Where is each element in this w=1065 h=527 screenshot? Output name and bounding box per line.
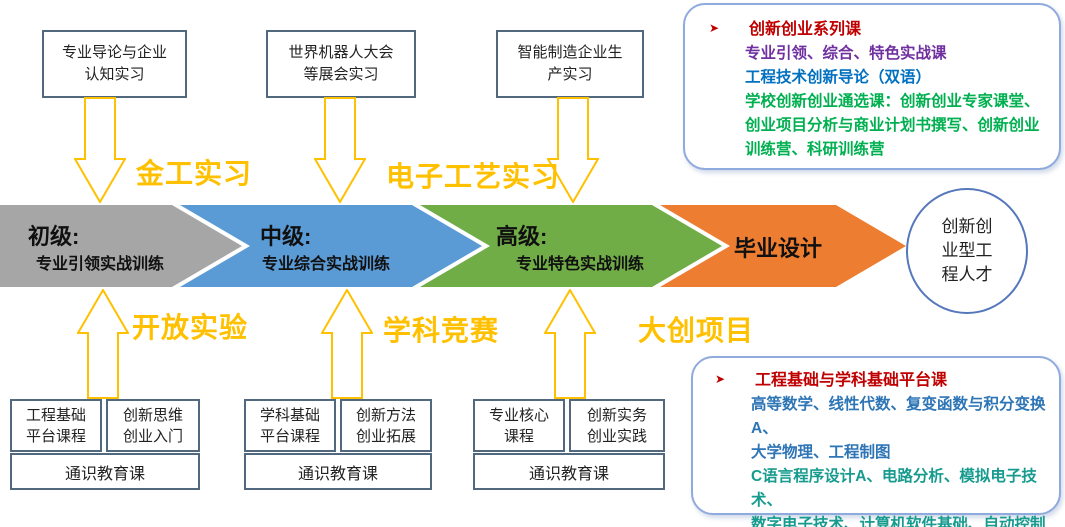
panel-line: 工程技术创新导论（双语） [745, 69, 932, 86]
down-arrow-icon [74, 97, 126, 203]
down-arrow-icon [547, 97, 599, 203]
label-metalworking-practice: 金工实习 [136, 158, 253, 189]
stage-subtitle: 专业特色实战训练 [516, 256, 645, 273]
top-box-robot-expo: 世界机器人大会 等展会实习 [266, 30, 416, 98]
label-innovation-project: 大创项目 [638, 315, 755, 346]
bullet-arrow-icon: ➤ [709, 21, 720, 35]
course-box-innovative-thinking: 创新思维 创业入门 [106, 399, 200, 452]
stage-title: 高级: [496, 224, 548, 249]
course-bar-general-education: 通识教育课 [10, 453, 200, 490]
course-box-major-core: 专业核心 课程 [473, 399, 565, 452]
panel-foundation-platform-courses: ➤ 工程基础与学科基础平台课 高等数学、线性代数、复变函数与积分变换A、 大学物… [691, 356, 1061, 527]
up-arrow-icon [77, 289, 129, 399]
top-box-industry-cognition: 专业导论与企业 认知实习 [42, 30, 187, 98]
course-bar-general-education: 通识教育课 [244, 453, 432, 490]
label-open-experiment: 开放实验 [132, 312, 249, 343]
course-box-innovation-method: 创新方法 创业拓展 [340, 399, 432, 452]
bullet-arrow-icon: ➤ [715, 372, 726, 386]
down-arrow-icon [314, 97, 366, 203]
stage-title: 毕业设计 [734, 236, 823, 261]
panel-line: 专业引领、综合、特色实战课 [745, 45, 947, 62]
stage-chevron-advanced: 高级: 专业特色实战训练 [420, 205, 722, 287]
label-electronic-craft-practice: 电子工艺实习 [386, 161, 561, 192]
panel-line: 学校创新创业通选课：创新创业专家课堂、 创业项目分析与商业计划书撰写、创新创业 … [745, 93, 1040, 158]
panel-line: C语言程序设计A、电路分析、模拟电子技术、 数字电子技术、计算机软件基础、自动控… [751, 468, 1046, 527]
course-box-subject-foundation: 学科基础 平台课程 [244, 399, 336, 452]
label-subject-competition: 学科竞赛 [383, 315, 500, 346]
panel-title-row: ➤ 创新创业系列课 [705, 18, 1049, 42]
panel-title: 工程基础与学科基础平台课 [755, 372, 948, 389]
stage-title: 初级: [28, 224, 80, 249]
course-box-innovation-practice: 创新实务 创业实践 [569, 399, 665, 452]
stage-title: 中级: [260, 224, 312, 249]
top-box-smart-manufacturing: 智能制造企业生 产实习 [496, 30, 644, 98]
stage-subtitle: 专业引领实战训练 [36, 256, 165, 273]
panel-line: 高等数学、线性代数、复变函数与积分变换A、 大学物理、工程制图 [751, 396, 1046, 461]
panel-title: 创新创业系列课 [749, 21, 862, 38]
panel-innovation-course-series: ➤ 创新创业系列课 专业引领、综合、特色实战课 工程技术创新导论（双语） 学校创… [683, 3, 1061, 170]
up-arrow-icon [544, 289, 596, 399]
course-bar-general-education: 通识教育课 [473, 453, 665, 490]
goal-ellipse-innovative-engineer: 创新创 业型工 程人才 [906, 188, 1028, 314]
course-box-engineering-foundation: 工程基础 平台课程 [10, 399, 102, 452]
panel-title-row: ➤ 工程基础与学科基础平台课 [711, 369, 1051, 393]
stage-chevron-intermediate: 中级: 专业综合实战训练 [180, 205, 482, 287]
stage-subtitle: 专业综合实战训练 [262, 256, 391, 273]
up-arrow-icon [321, 289, 373, 399]
